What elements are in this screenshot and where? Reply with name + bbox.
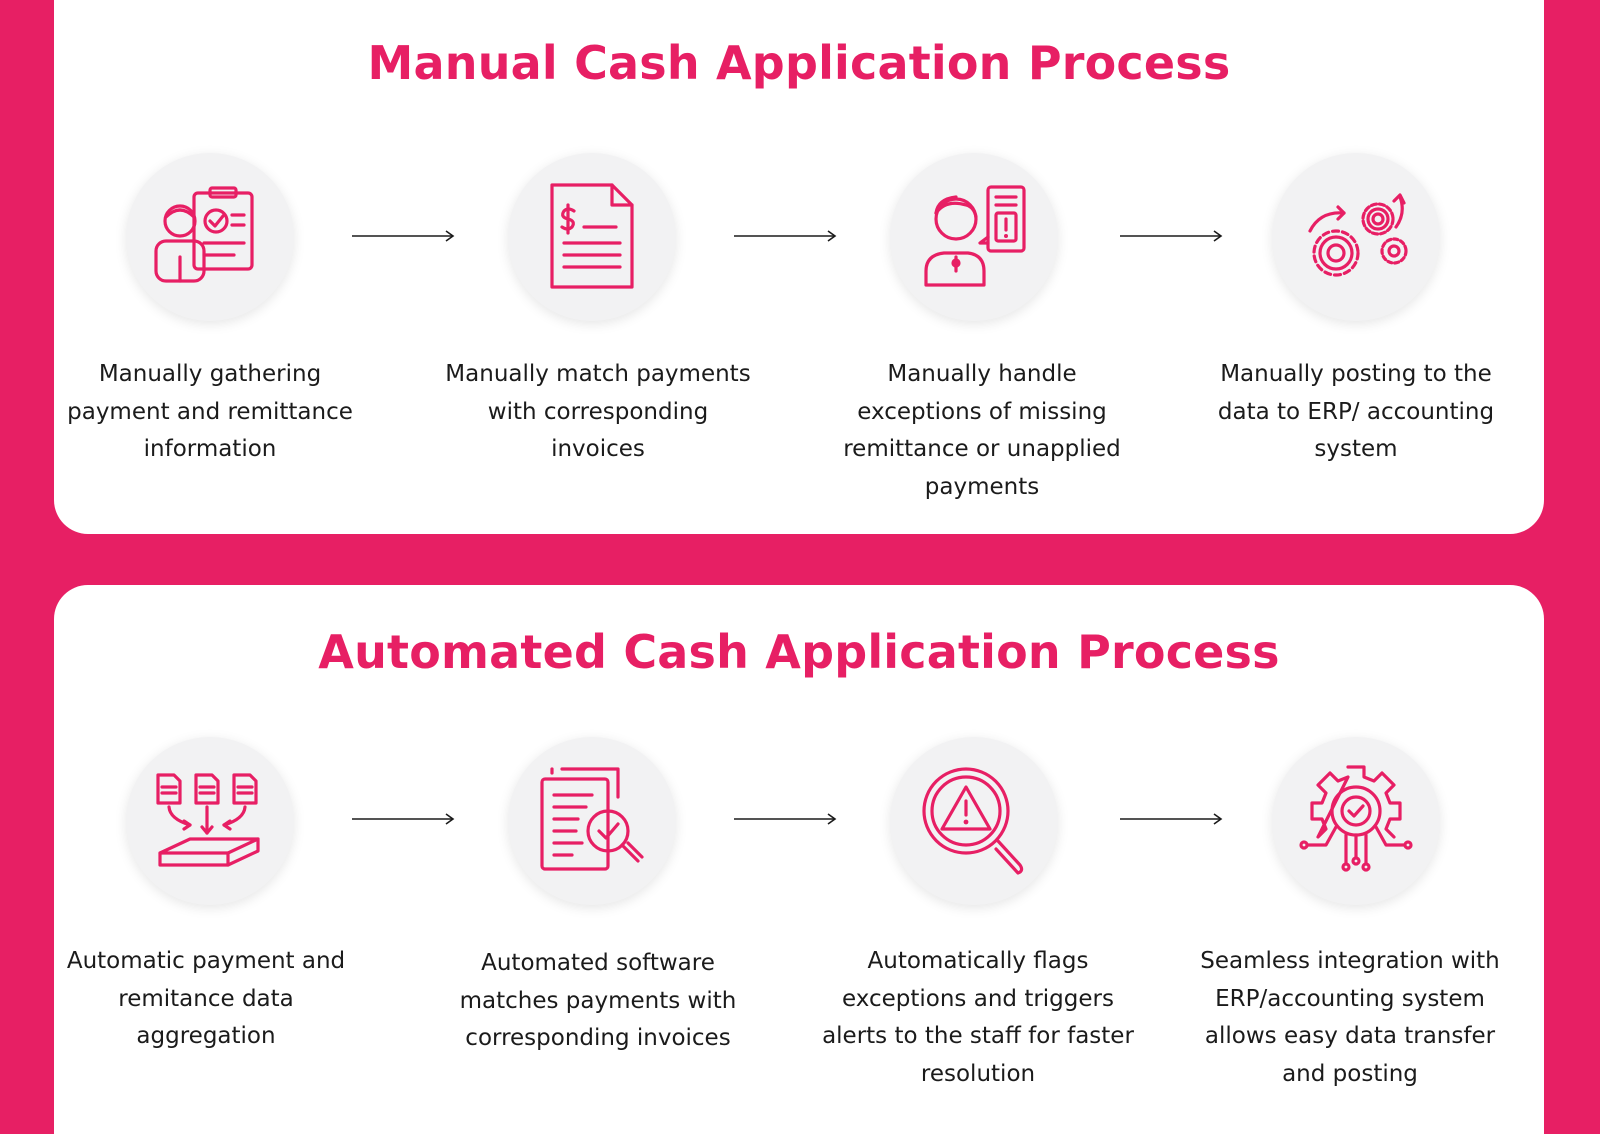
manual-step-4-circle	[1272, 153, 1440, 321]
arrow-right-icon	[1120, 230, 1223, 242]
automated-step-1-circle	[126, 737, 294, 905]
manual-step-4-text: Manually posting to the data to ERP/ acc…	[1217, 361, 1495, 462]
arrow-right-icon	[734, 230, 837, 242]
arrow-right-icon	[352, 813, 455, 825]
person-checklist-icon	[154, 186, 254, 283]
data-aggregation-icon	[156, 773, 260, 867]
manual-step-1-circle	[126, 153, 294, 321]
arrow-right-icon	[352, 230, 455, 242]
manual-step-2-text: Manually match payments with correspondi…	[445, 361, 751, 462]
automated-step-2-text: Automated software matches payments with…	[459, 950, 737, 1051]
document-search-check-icon	[540, 767, 644, 871]
automated-step-3-circle	[890, 737, 1058, 905]
arrow-right-icon	[734, 813, 837, 825]
automated-step-2-circle	[508, 737, 676, 905]
manual-step-3-circle	[890, 153, 1058, 321]
manual-step-1-text: Manually gathering payment and remittanc…	[67, 361, 353, 462]
arrow-right-icon	[1120, 813, 1223, 825]
automated-step-3-text: Automatically flags exceptions and trigg…	[822, 948, 1134, 1087]
manual-process-panel: Manual Cash Application Process Manually…	[54, 0, 1544, 534]
gear-circuit-check-icon	[1299, 765, 1413, 872]
invoice-document-icon	[550, 183, 634, 289]
automated-step-4-text: Seamless integration with ERP/accounting…	[1200, 948, 1500, 1087]
manual-process-title: Manual Cash Application Process	[367, 36, 1231, 90]
magnifier-warning-icon	[922, 767, 1024, 875]
person-alert-icon	[924, 185, 1026, 287]
automated-step-4-circle	[1272, 737, 1440, 905]
automated-process-panel: Automated Cash Application Process Autom…	[54, 585, 1544, 1134]
automated-step-1-text: Automatic payment and remitance data agg…	[66, 948, 346, 1049]
gears-icon	[1308, 193, 1408, 277]
automated-process-title: Automated Cash Application Process	[318, 625, 1280, 679]
manual-step-3-text: Manually handle exceptions of missing re…	[843, 361, 1121, 500]
manual-step-2-circle	[508, 153, 676, 321]
